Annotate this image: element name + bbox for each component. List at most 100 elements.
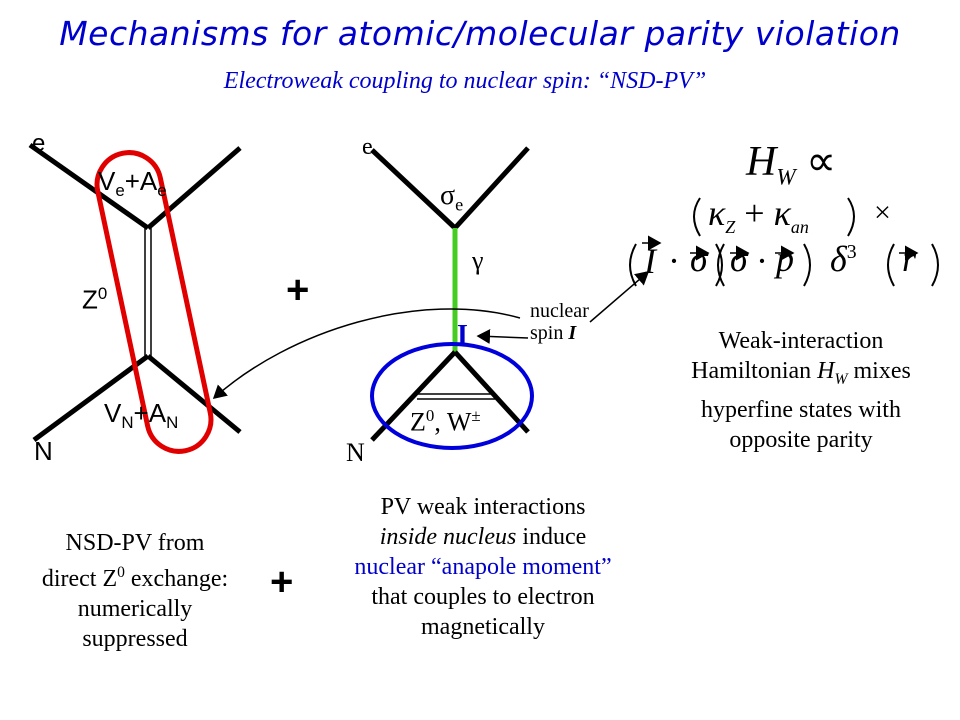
left-l2a: direct Z <box>41 566 118 592</box>
paren-open-2 <box>629 243 637 287</box>
photon-label: γ <box>472 246 484 275</box>
right-l2c: mixes <box>847 358 911 384</box>
direct-z-exchange-highlight <box>94 150 214 454</box>
plus-sign-middle: + <box>286 268 310 312</box>
delta-symbol: δ3 <box>830 238 857 280</box>
kappa-an-sub: an <box>790 217 809 238</box>
dot-2: · <box>756 241 768 281</box>
coupling-sub-e1: e <box>115 181 125 201</box>
nucleus-line-out-2 <box>453 350 530 434</box>
slide-title: Mechanisms for atomic/molecular parity v… <box>59 14 901 53</box>
z-boson-letter: Z <box>82 284 98 315</box>
vector-I: I <box>644 241 656 281</box>
nucleus-label-middle: N <box>346 438 365 467</box>
middle-l2a: inside nucleus <box>379 524 517 550</box>
right-l2sub: W <box>834 370 848 388</box>
vector-sigma-2: σ <box>730 239 748 279</box>
kappa-z-sub: Z <box>725 217 736 238</box>
coupling-sub-e2: e <box>157 181 167 201</box>
nucleus-vertex-coupling: VN+AN <box>104 398 178 433</box>
delta-power: 3 <box>846 241 857 263</box>
z-boson-label: Z0 <box>82 284 107 316</box>
nuclear-spin-symbol: I <box>457 320 468 351</box>
sigma-letter: σ <box>440 180 456 211</box>
paren-close-1 <box>847 197 855 237</box>
nucleus-line-in <box>32 353 150 443</box>
kappa-sum: κZ + κan <box>708 193 809 238</box>
right-l2a: Hamiltonian <box>691 358 818 384</box>
left-caption-line3: numerically <box>77 596 193 622</box>
paren-open-3 <box>717 243 725 287</box>
loop-z-sup: 0 <box>425 406 435 425</box>
paren-close-3 <box>803 243 811 287</box>
slide-subtitle: Electroweak coupling to nuclear spin: “N… <box>223 68 707 94</box>
loop-w: , W <box>434 407 472 437</box>
sigma-sub: e <box>455 194 464 215</box>
loop-w-sup: ± <box>471 406 481 425</box>
arrow-to-hamiltonian <box>589 271 650 323</box>
nuclear-spin-annotation: nuclear spin I <box>530 300 589 344</box>
nucleus-line-out <box>146 354 242 434</box>
coupling-v-n: V <box>104 398 122 428</box>
electron-vertex-coupling: Ve+Ae <box>98 166 167 201</box>
curved-arrow-to-left-vertex <box>212 308 521 399</box>
middle-caption-line4: that couples to electron <box>371 584 595 610</box>
hamiltonian-lhs: HW ∝ <box>746 136 836 190</box>
right-caption-line3: hyperfine states with <box>701 396 901 423</box>
left-caption-line4: suppressed <box>82 626 188 652</box>
kappa-z: κ <box>708 193 726 233</box>
spin-word: spin <box>530 322 564 344</box>
right-caption-line4: opposite parity <box>729 426 873 453</box>
hamiltonian-explanation: Weak-interaction Hamiltonian HW mixes hy… <box>646 326 956 455</box>
nucleus-loop-highlight <box>370 342 534 450</box>
direct-exchange-caption: NSD-PV from direct Z0 exchange: numerica… <box>0 528 270 654</box>
h-symbol: H <box>746 139 777 185</box>
paren-open-4 <box>887 243 895 287</box>
arrow-to-spin <box>476 328 529 344</box>
right-caption-line1: Weak-interaction <box>718 328 884 354</box>
plus-sign-bottom: + <box>270 560 294 604</box>
z-boson-sup: 0 <box>97 284 108 303</box>
coupling-sub-n1: N <box>121 413 134 433</box>
delta-letter: δ <box>830 239 847 279</box>
right-l2b: H <box>817 358 835 384</box>
electron-label-middle: e <box>362 134 373 160</box>
electron-line-in-2 <box>370 148 457 230</box>
right-caption-line2: Hamiltonian HW mixes <box>646 356 956 395</box>
paren-open-1 <box>693 197 701 237</box>
internal-boson-label: Z0, W± <box>410 406 481 438</box>
vector-p: p <box>776 239 794 279</box>
middle-caption-line1: PV weak interactions <box>380 494 586 520</box>
kappa-an: κ <box>773 193 791 233</box>
nuclear-spin-line1: nuclear <box>530 300 589 322</box>
electron-line-out <box>146 146 242 230</box>
electron-label-left: e <box>32 130 46 157</box>
middle-l2b: induce <box>516 524 587 550</box>
electron-line-out-2 <box>453 146 530 230</box>
propto-symbol: ∝ <box>806 139 837 185</box>
anapole-caption: PV weak interactions inside nucleus indu… <box>300 492 666 642</box>
h-sub: W <box>776 163 796 190</box>
coupling-v: V <box>98 166 116 196</box>
coupling-plus-a: +A <box>124 166 158 196</box>
left-l2b: exchange: <box>124 566 229 592</box>
nuclear-spin-line2: spin I <box>530 322 589 344</box>
middle-caption-line5: magnetically <box>421 614 545 640</box>
loop-z: Z <box>410 407 426 437</box>
dot-1: · <box>668 241 680 281</box>
middle-caption-line2: inside nucleus induce <box>300 522 666 552</box>
coupling-sub-n2: N <box>166 413 179 433</box>
middle-caption-line3: nuclear “anapole moment” <box>354 554 612 580</box>
nucleus-label-left: N <box>34 436 53 466</box>
vector-r: r <box>902 239 917 279</box>
spin-symbol: I <box>568 322 577 344</box>
electron-line-in <box>28 142 150 231</box>
times-symbol: × <box>874 196 891 229</box>
paren-close-2 <box>715 243 723 287</box>
electron-spin-sigma: σe <box>440 180 463 216</box>
left-l2sup: 0 <box>117 564 125 581</box>
vector-sigma-1: σ <box>690 239 708 279</box>
coupling-plus-a-n: +A <box>133 398 167 428</box>
left-caption-line2: direct Z0 exchange: <box>0 558 270 594</box>
